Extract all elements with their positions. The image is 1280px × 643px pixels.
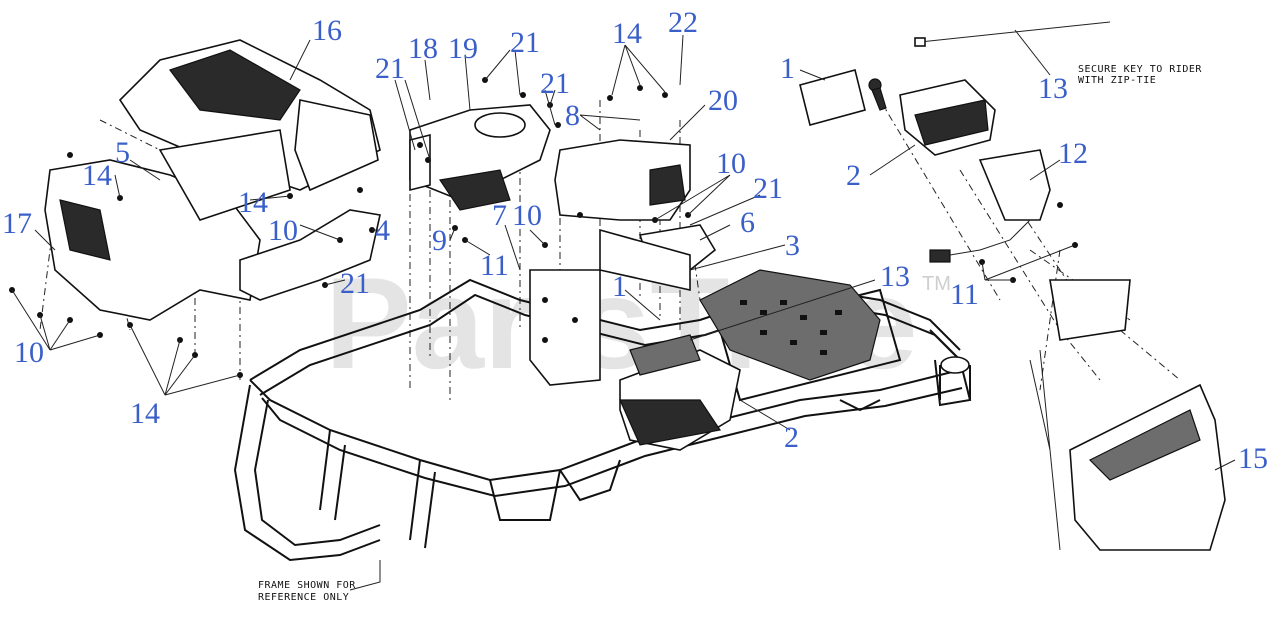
callout-9: 9 — [432, 224, 447, 257]
callout-21: 21 — [540, 67, 570, 100]
callout-11: 11 — [480, 249, 509, 282]
callout-16: 16 — [312, 14, 342, 47]
callout-numbers: 16 18 19 21 21 21 14 22 8 20 1 13 5 14 1… — [2, 6, 1268, 475]
hood-top — [118, 39, 381, 192]
callout-1: 1 — [612, 270, 627, 303]
callout-3: 3 — [785, 229, 800, 262]
ignition-housing — [899, 79, 996, 156]
callout-21: 21 — [753, 172, 783, 205]
callout-10: 10 — [716, 147, 746, 180]
callout-2: 2 — [846, 159, 861, 192]
callout-21: 21 — [340, 267, 370, 300]
svg-text:SECURE KEY TO RIDER: SECURE KEY TO RIDER — [1078, 64, 1202, 75]
steering-cover — [1029, 279, 1226, 551]
callout-13: 13 — [880, 260, 910, 293]
watermark-trademark: TM — [922, 273, 951, 295]
note-frame-reference: FRAME SHOWN FOR REFERENCE ONLY — [258, 580, 356, 603]
callout-21: 21 — [510, 26, 540, 59]
callout-15: 15 — [1238, 442, 1268, 475]
callout-18: 18 — [408, 32, 438, 65]
leader-lines — [11, 29, 1236, 591]
callout-8: 8 — [565, 99, 580, 132]
callout-20: 20 — [708, 84, 738, 117]
callout-21: 21 — [375, 52, 405, 85]
rear-console — [554, 139, 691, 221]
callout-12: 12 — [1058, 137, 1088, 170]
callout-7: 7 — [492, 199, 507, 232]
callout-6: 6 — [740, 206, 755, 239]
callout-10: 10 — [14, 336, 44, 369]
callout-5: 5 — [115, 136, 130, 169]
bracket-stand — [529, 228, 691, 386]
callout-17: 17 — [2, 207, 32, 240]
callout-14: 14 — [82, 159, 112, 192]
callout-1: 1 — [780, 52, 795, 85]
callout-22: 22 — [668, 6, 698, 39]
dash-panel — [409, 104, 551, 211]
svg-text:FRAME SHOWN FOR: FRAME SHOWN FOR — [258, 580, 356, 591]
svg-text:REFERENCE ONLY: REFERENCE ONLY — [258, 592, 349, 603]
zip-tie — [914, 21, 1111, 47]
callout-2: 2 — [784, 421, 799, 454]
callout-14: 14 — [238, 186, 268, 219]
chassis-frame — [233, 278, 972, 562]
callout-14: 14 — [130, 397, 160, 430]
key-tag — [799, 69, 887, 126]
callout-14: 14 — [612, 17, 642, 50]
callout-10: 10 — [512, 199, 542, 232]
seat-pan — [699, 269, 881, 381]
battery-tray — [619, 334, 741, 451]
callout-10: 10 — [268, 214, 298, 247]
callout-4: 4 — [375, 214, 390, 247]
callout-19: 19 — [448, 32, 478, 65]
side-bracket — [239, 209, 381, 301]
wiring-harness — [929, 149, 1051, 263]
callout-11: 11 — [950, 278, 979, 311]
note-secure-key: SECURE KEY TO RIDER WITH ZIP-TIE — [1078, 64, 1202, 86]
svg-text:WITH ZIP-TIE: WITH ZIP-TIE — [1078, 75, 1156, 86]
callout-13: 13 — [1038, 72, 1068, 105]
front-hood-lower — [44, 129, 291, 321]
